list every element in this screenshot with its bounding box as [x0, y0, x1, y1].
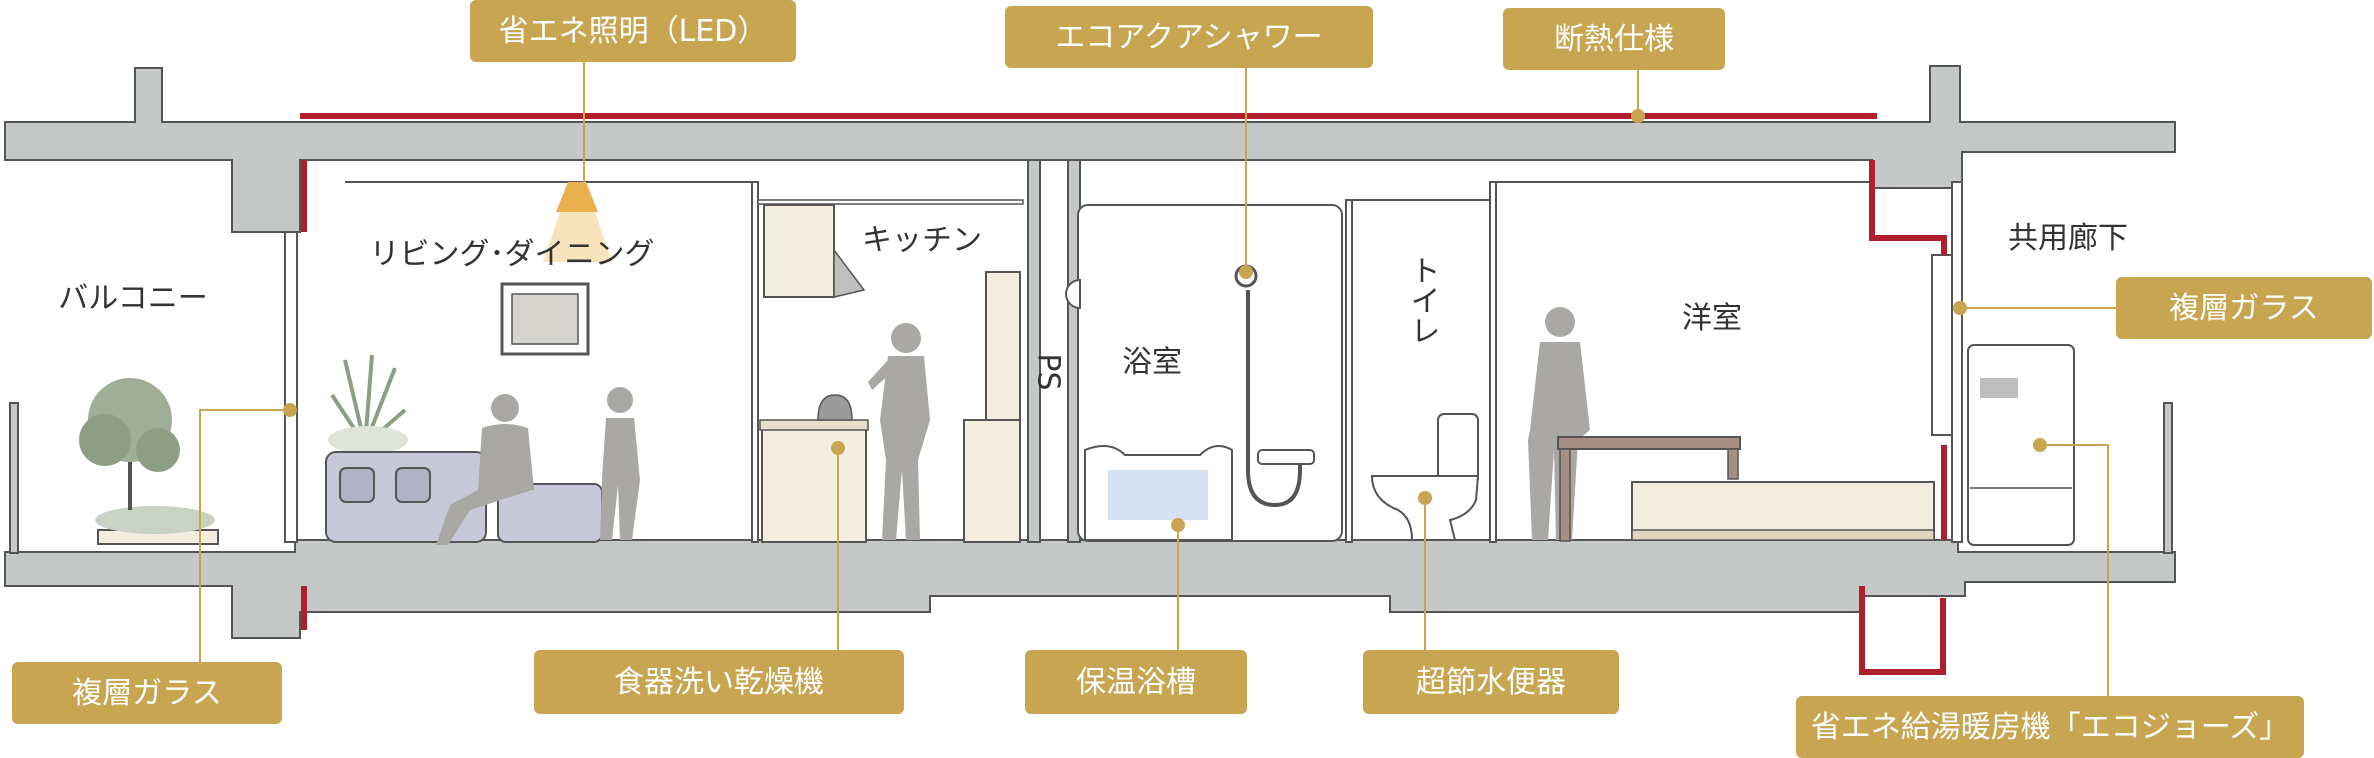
callout-dishwasher: 食器洗い乾燥機 [534, 650, 904, 714]
leader-glass-left [199, 409, 290, 662]
counter-top [759, 419, 869, 431]
tree-foliage-2 [79, 414, 131, 466]
range-hood [833, 247, 866, 298]
shower-hose [1246, 290, 1302, 508]
leader-dot-glass-left [283, 403, 297, 417]
svg-text:複層ガラス: 複層ガラス [72, 676, 221, 711]
room-label-corridor: 共用廊下 [2008, 221, 2128, 256]
callouts: 省エネ照明（LED） エコアクアシャワー 断熱仕様 複層ガラス 複層ガラス 食器… [12, 0, 2372, 758]
bed-base [1631, 529, 1935, 541]
pendant-light-glow [543, 212, 612, 262]
partition-bath-toilet [1345, 199, 1353, 543]
room-label-toilet: トイレ [1405, 255, 1440, 345]
insulation-floor-right [1859, 586, 1946, 675]
partition-kitchen-ceiling [757, 199, 1024, 205]
desk-leg-right [1727, 448, 1739, 480]
standing-child-figure [600, 387, 640, 540]
kitchen [759, 204, 1021, 543]
room-labels: バルコニー リビング･ダイニング キッチン PS 浴室 トイレ 洋室 共用廊下 [58, 221, 2128, 391]
leader-dot-insulation [1631, 109, 1645, 123]
pendant-light [556, 182, 598, 212]
leader-heater [2040, 444, 2109, 698]
callout-led: 省エネ照明（LED） [470, 0, 796, 62]
partition-corridor [1951, 181, 1963, 543]
leader-dot-shower [1239, 265, 1253, 279]
sofa-cushion-2 [395, 467, 431, 503]
callout-insulation: 断熱仕様 [1503, 8, 1725, 70]
plant-base [328, 426, 408, 454]
svg-text:保温浴槽: 保温浴槽 [1076, 665, 1196, 700]
room-label-bath: 浴室 [1122, 345, 1182, 380]
partition-toilet-western [1489, 181, 1497, 543]
kettle [817, 394, 853, 421]
svg-text:断熱仕様: 断熱仕様 [1554, 22, 1674, 57]
insulation-corridor-top [1869, 160, 1947, 255]
corridor-rail-right [2163, 402, 2173, 554]
kitchen-counter [761, 425, 867, 543]
leader-dot-bathtub [1171, 518, 1185, 532]
western-room [1528, 307, 1935, 542]
tall-cabinet-lower [963, 419, 1021, 543]
floor-slab [4, 539, 2176, 639]
standing-adult-figure [868, 323, 930, 540]
callout-heater: 省エネ給湯暖房機「エコジョーズ」 [1796, 696, 2304, 758]
partition-living-kitchen [751, 181, 759, 543]
bathtub-water [1108, 470, 1208, 520]
insulation-lines [300, 113, 1947, 675]
tall-cabinet-upper [985, 271, 1021, 421]
leader-dot-heater [2033, 438, 2047, 452]
sofa-cushion-1 [339, 467, 375, 503]
callout-shower: エコアクアシャワー [1005, 6, 1373, 68]
living-room [325, 182, 640, 545]
bath-mirror [1065, 278, 1081, 310]
seated-adult-figure [436, 394, 534, 545]
leader-dots [283, 109, 2047, 532]
room-label-living: リビング･ダイニング [370, 237, 655, 272]
callout-toilet: 超節水便器 [1363, 650, 1619, 714]
desk-leg-left [1559, 448, 1571, 542]
balcony-rail-left [9, 402, 19, 554]
corridor-window-frame [1931, 254, 1953, 436]
shower-mixer [1257, 449, 1315, 465]
room-label-western: 洋室 [1682, 301, 1742, 336]
callout-glass-right: 複層ガラス [2116, 277, 2372, 339]
ps-shaft-wall-left [1027, 159, 1041, 543]
desk-top [1557, 436, 1741, 450]
svg-text:複層ガラス: 複層ガラス [2169, 291, 2318, 326]
callout-bathtub: 保温浴槽 [1025, 650, 1247, 714]
balcony-area [79, 378, 219, 545]
wall-painting-inner [511, 293, 579, 345]
leader-lines [199, 62, 2118, 698]
ceiling-slab [4, 65, 2176, 233]
room-label-ps: PS [1031, 353, 1066, 390]
planter-bush [95, 506, 215, 534]
svg-text:超節水便器: 超節水便器 [1416, 665, 1566, 700]
balcony-window-frame [284, 231, 298, 543]
leader-dot-toilet [1418, 491, 1432, 505]
tree-foliage-3 [136, 428, 180, 472]
svg-text:省エネ給湯暖房機「エコジョーズ」: 省エネ給湯暖房機「エコジョーズ」 [1811, 710, 2290, 745]
toilet-tank [1437, 413, 1479, 485]
standing-adult-figure-2 [1528, 307, 1590, 540]
room-label-balcony: バルコニー [58, 281, 207, 316]
leader-dot-glass-right [1953, 301, 1967, 315]
svg-text:省エネ照明（LED）: 省エネ照明（LED） [499, 14, 768, 49]
leader-dot-dishwasher [831, 441, 845, 455]
bathroom [1065, 204, 1343, 542]
callout-glass-left: 複層ガラス [12, 662, 282, 724]
svg-text:食器洗い乾燥機: 食器洗い乾燥機 [614, 665, 824, 700]
svg-text:エコアクアシャワー: エコアクアシャワー [1055, 20, 1322, 55]
room-label-kitchen: キッチン [862, 223, 982, 258]
water-heater-panel [1980, 378, 2018, 398]
range-hood-cabinet [763, 204, 835, 298]
